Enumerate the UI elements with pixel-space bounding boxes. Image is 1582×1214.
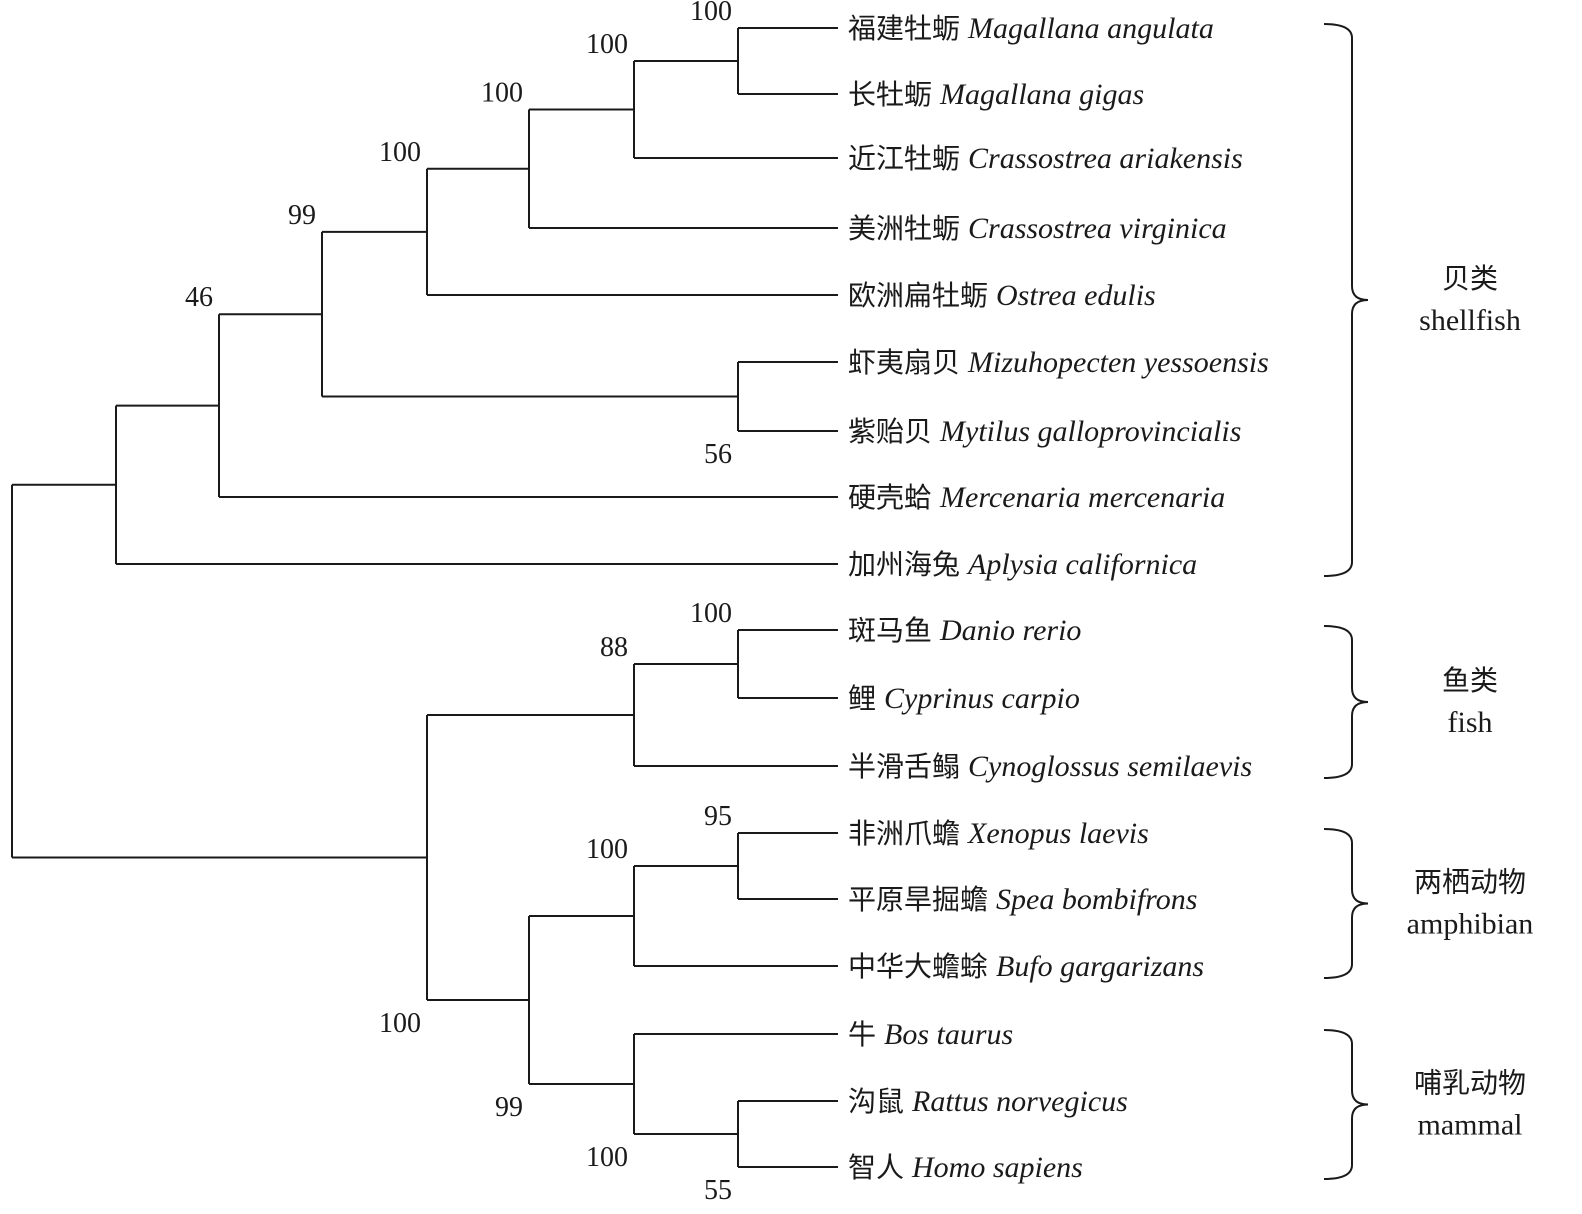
taxon-scientific-name: Bufo gargarizans: [996, 950, 1204, 983]
bootstrap-value: 100: [481, 78, 523, 109]
group-bracket: [1323, 625, 1369, 779]
group-name-en: shellfish: [1419, 304, 1521, 337]
taxon-common-name: 长牡蛎: [848, 78, 932, 111]
taxon-common-name: 虾夷扇贝: [848, 346, 960, 379]
taxon-common-name: 平原旱掘蟾: [848, 883, 988, 916]
bootstrap-value: 99: [495, 1092, 523, 1123]
group-name-en: fish: [1448, 706, 1493, 739]
bootstrap-value: 55: [704, 1175, 732, 1206]
taxon-scientific-name: Rattus norvegicus: [911, 1085, 1128, 1118]
bootstrap-value: 95: [704, 801, 732, 832]
bootstrap-value: 56: [704, 439, 732, 470]
taxon-common-name: 斑马鱼: [848, 614, 932, 647]
taxon-scientific-name: Mytilus galloprovincialis: [939, 415, 1241, 448]
taxon-common-name: 福建牡蛎: [848, 12, 960, 45]
taxon-scientific-name: Magallana gigas: [939, 78, 1144, 111]
taxon-scientific-name: Cynoglossus semilaevis: [968, 750, 1252, 783]
taxon-common-name: 美洲牡蛎: [848, 212, 960, 245]
taxon-scientific-name: Homo sapiens: [911, 1151, 1083, 1184]
taxon-common-name: 硬壳蛤: [848, 481, 932, 514]
group-name-en: amphibian: [1407, 908, 1534, 941]
taxon-scientific-name: Danio rerio: [939, 614, 1081, 647]
taxon-scientific-name: Crassostrea ariakensis: [968, 142, 1243, 175]
bootstrap-value: 46: [185, 282, 213, 313]
group-name-en: mammal: [1418, 1109, 1523, 1142]
taxon-scientific-name: Spea bombifrons: [996, 883, 1197, 916]
group-name-cn: 鱼类: [1442, 664, 1498, 697]
group-name-cn: 贝类: [1442, 262, 1498, 295]
taxon-scientific-name: Aplysia californica: [966, 548, 1197, 581]
taxon-scientific-name: Crassostrea virginica: [968, 212, 1227, 245]
taxon-common-name: 非洲爪蟾: [848, 817, 960, 850]
group-name-cn: 哺乳动物: [1414, 1067, 1526, 1100]
group-bracket: [1323, 23, 1369, 577]
taxon-scientific-name: Ostrea edulis: [996, 279, 1156, 312]
taxon-common-name: 近江牡蛎: [848, 142, 960, 175]
group-brackets: 贝类 shellfish 鱼类 fish 两栖动物 amphibian 哺乳动物 mammal: [1323, 23, 1534, 1180]
taxon-common-name: 紫贻贝: [848, 415, 932, 448]
group-bracket: [1323, 828, 1369, 979]
taxon-common-name: 牛: [848, 1018, 876, 1051]
taxon-scientific-name: Bos taurus: [884, 1018, 1013, 1051]
bootstrap-value: 88: [600, 632, 628, 663]
group-name-cn: 两栖动物: [1414, 866, 1526, 899]
taxon-common-name: 半滑舌鳎: [848, 750, 960, 783]
taxon-common-name: 沟鼠: [848, 1085, 904, 1118]
taxon-common-name: 中华大蟾蜍: [848, 950, 988, 983]
bootstrap-values: 100 100 100 100 56 99 46 100 88 95 100 55 100 99 100: [185, 0, 732, 1206]
bootstrap-value: 100: [586, 1142, 628, 1173]
taxon-scientific-name: Mercenaria mercenaria: [939, 481, 1225, 514]
taxon-scientific-name: Xenopus laevis: [967, 817, 1149, 850]
bootstrap-value: 100: [586, 834, 628, 865]
bootstrap-value: 100: [586, 29, 628, 60]
taxon-scientific-name: Cyprinus carpio: [884, 682, 1080, 715]
bootstrap-value: 100: [690, 0, 732, 27]
taxon-common-name: 智人: [848, 1151, 904, 1184]
taxon-scientific-name: Mizuhopecten yessoensis: [967, 346, 1269, 379]
bootstrap-value: 100: [379, 1008, 421, 1039]
bootstrap-value: 100: [690, 598, 732, 629]
group-bracket: [1323, 1029, 1369, 1180]
taxon-scientific-name: Magallana angulata: [967, 12, 1214, 45]
tree-branches: [11, 27, 838, 1168]
bootstrap-value: 99: [288, 200, 316, 231]
taxon-common-name: 欧洲扁牡蛎: [848, 279, 988, 312]
taxon-common-name: 鲤: [848, 682, 876, 715]
taxon-common-name: 加州海兔: [848, 548, 960, 581]
bootstrap-value: 100: [379, 137, 421, 168]
